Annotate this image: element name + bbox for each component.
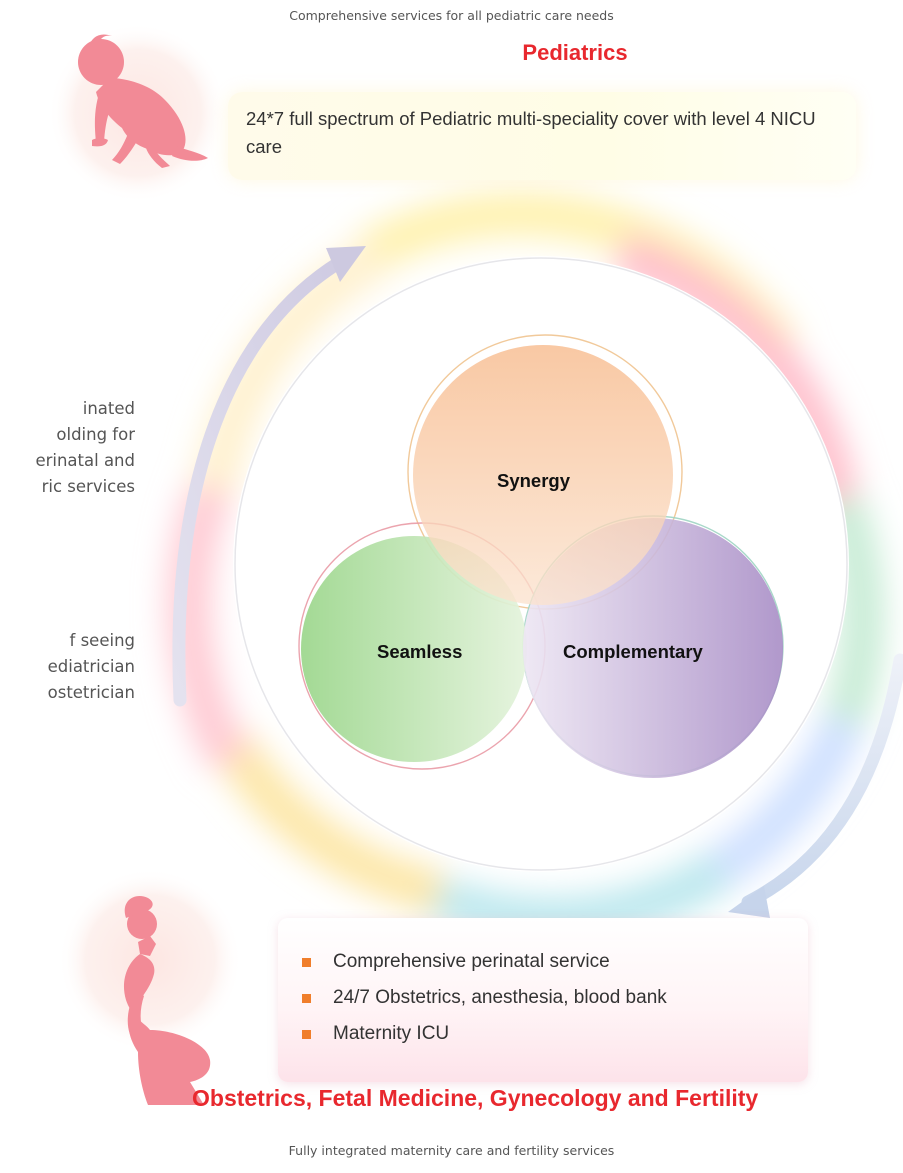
bullet-square-icon — [302, 1030, 311, 1039]
obstetrics-title: Obstetrics, Fetal Medicine, Gynecology a… — [192, 1085, 759, 1111]
crawling-baby-icon — [78, 34, 208, 168]
obstetrics-bullet-list: Comprehensive perinatal service 24/7 Obs… — [300, 944, 667, 1052]
bullet-text: 24/7 Obstetrics, anesthesia, blood bank — [333, 987, 667, 1008]
left-note-line: ric services — [41, 477, 135, 496]
pregnant-woman-icon — [123, 896, 211, 1105]
bullet-square-icon — [302, 958, 311, 967]
cycle-arrow-icon — [741, 653, 903, 909]
left-note-2: f seeing ediatrician ostetrician — [0, 628, 135, 718]
left-note-line: ediatrician — [47, 657, 135, 676]
left-note-line: erinatal and — [35, 451, 135, 470]
mother-halo — [58, 868, 242, 1052]
left-note-1: inated olding for erinatal and ric servi… — [0, 396, 135, 516]
cycle-arrow-head-bottom — [728, 886, 770, 918]
cycle-arrow-icon — [172, 255, 347, 707]
list-item: Comprehensive perinatal service — [300, 944, 667, 980]
pediatrics-tagline: Comprehensive services for all pediatric… — [289, 8, 614, 23]
venn-circle-synergy — [413, 345, 673, 605]
left-note-line: olding for — [56, 425, 135, 444]
list-item: Maternity ICU — [300, 1016, 667, 1052]
left-note-line: f seeing — [69, 631, 135, 650]
venn-circle-seamless — [301, 536, 527, 762]
left-note-line: ostetrician — [47, 683, 135, 702]
list-item: 24/7 Obstetrics, anesthesia, blood bank — [300, 980, 667, 1016]
obstetrics-card — [278, 918, 808, 1082]
bullet-text: Maternity ICU — [333, 1023, 450, 1044]
cycle-arrow-head-top — [326, 246, 366, 282]
venn-label-synergy: Synergy — [497, 470, 571, 491]
venn-label-seamless: Seamless — [377, 641, 463, 662]
pediatrics-title: Pediatrics — [522, 40, 628, 65]
venn-label-complementary: Complementary — [563, 641, 703, 662]
bullet-text: Comprehensive perinatal service — [333, 951, 610, 972]
central-disc-outline — [234, 257, 848, 871]
left-note-line: inated — [82, 399, 135, 418]
bullet-square-icon — [302, 994, 311, 1003]
pediatrics-card — [228, 92, 856, 180]
obstetrics-tagline: Fully integrated maternity care and fert… — [288, 1143, 615, 1158]
pediatrics-description: 24*7 full spectrum of Pediatric multi-sp… — [246, 108, 816, 157]
